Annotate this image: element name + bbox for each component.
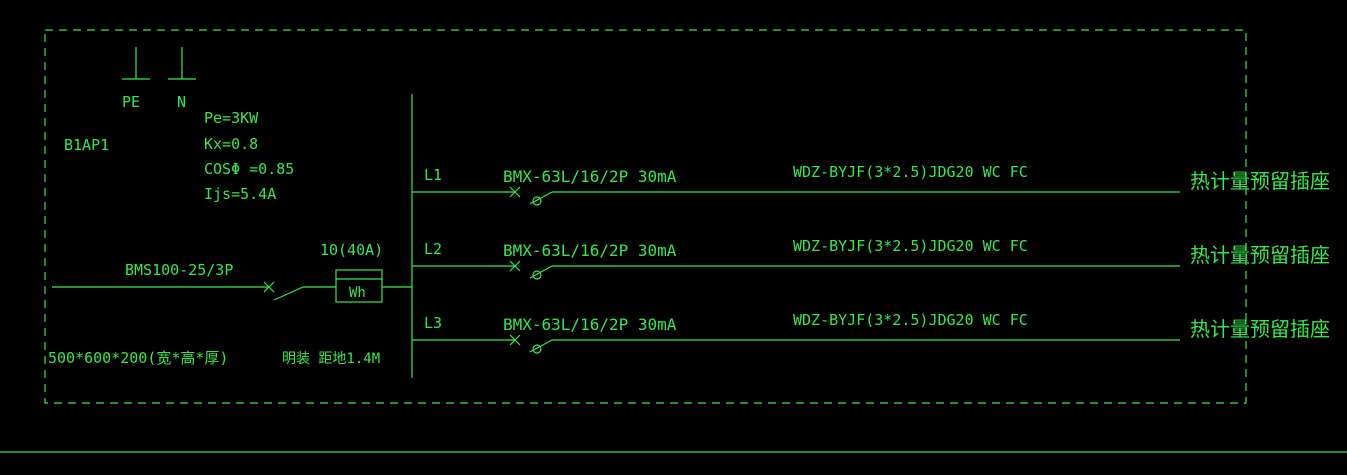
- circuit-l1-breaker: BMX-63L/16/2P 30mA: [503, 167, 677, 186]
- meter-rating: 10(40A): [320, 241, 383, 259]
- panel-dimensions: 500*600*200(宽*高*厚): [48, 349, 228, 367]
- energy-meter: [335, 269, 412, 303]
- meter-label: Wh: [349, 285, 366, 301]
- circuit-l1: [412, 186, 1180, 206]
- param-kx: Kx=0.8: [204, 135, 258, 153]
- circuit-l1-cable: WDZ-BYJF(3*2.5)JDG20 WC FC: [793, 163, 1028, 181]
- panel-enclosure-border: [44, 29, 1247, 404]
- circuit-l2-cable: WDZ-BYJF(3*2.5)JDG20 WC FC: [793, 237, 1028, 255]
- circuit-l1-phase: L1: [424, 166, 442, 184]
- circuit-l2-load: 热计量预留插座: [1190, 243, 1330, 267]
- circuit-l3-breaker: BMX-63L/16/2P 30mA: [503, 315, 677, 334]
- circuit-l3: [412, 334, 1180, 354]
- circuit-l3-cable: WDZ-BYJF(3*2.5)JDG20 WC FC: [793, 311, 1028, 329]
- circuit-l3-phase: L3: [424, 314, 442, 332]
- param-cos: COSΦ =0.85: [204, 160, 294, 178]
- install-note: 明装 距地1.4M: [282, 351, 380, 367]
- pe-ground-symbol: [122, 47, 150, 80]
- n-label: N: [177, 93, 186, 111]
- param-pe: Pe=3KW: [204, 109, 259, 127]
- incoming-feeder: [52, 281, 336, 301]
- param-ijs: Ijs=5.4A: [204, 185, 276, 203]
- panel-id: B1AP1: [64, 136, 109, 154]
- circuit-l2-phase: L2: [424, 240, 442, 258]
- circuit-l1-load: 热计量预留插座: [1190, 169, 1330, 193]
- circuit-l2-breaker: BMX-63L/16/2P 30mA: [503, 241, 677, 260]
- incoming-breaker-label: BMS100-25/3P: [125, 261, 233, 279]
- circuit-l3-load: 热计量预留插座: [1190, 317, 1330, 341]
- pe-label: PE: [122, 93, 140, 111]
- circuit-l2: [412, 260, 1180, 280]
- n-ground-symbol: [168, 47, 196, 80]
